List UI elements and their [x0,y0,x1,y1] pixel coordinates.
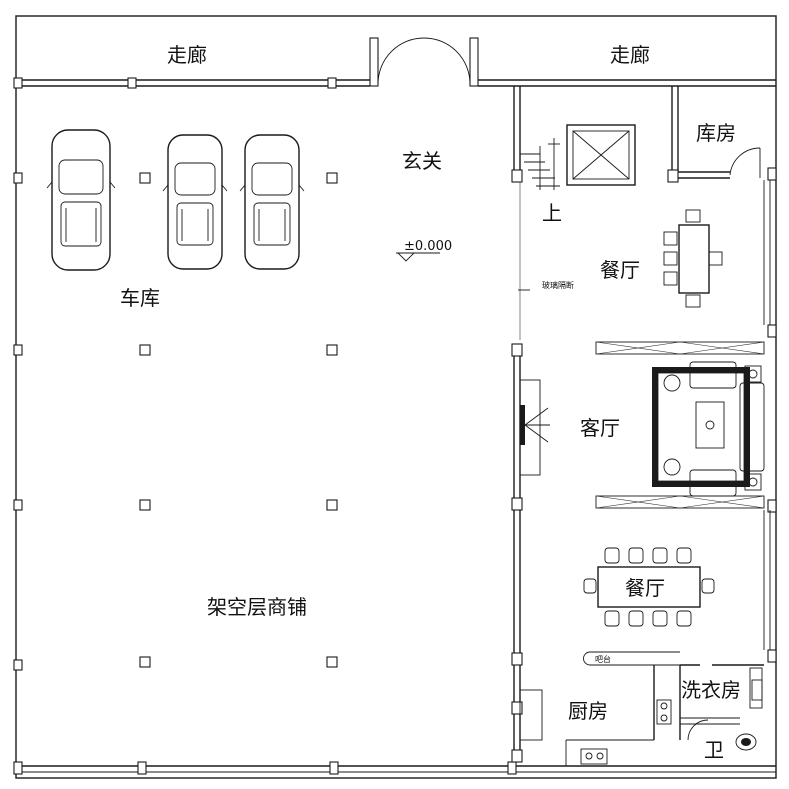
storeroom-walls [667,86,761,183]
dining-table-upper [663,209,723,308]
car-2 [162,134,228,270]
glass-partition-label: 玻璃隔断 [542,280,574,290]
car-1 [46,129,116,271]
label-kitchen: 厨房 [568,699,608,723]
label-storeroom: 库房 [696,121,736,145]
label-garage: 车库 [120,286,160,310]
annotations: ±0.000 玻璃隔断 吧台 [404,239,611,664]
label-dining-lower: 餐厅 [625,576,665,600]
dining-table-lower [583,547,715,627]
kitchen-layout [519,651,681,766]
label-entrance: 玄关 [402,149,442,173]
label-corridor-right: 走廊 [610,43,650,67]
label-bathroom: 卫 [704,738,724,762]
stair-well [520,124,636,190]
label-dining-upper: 餐厅 [600,258,640,282]
tv-cabinet [519,379,550,476]
laundry-bath [680,664,764,751]
label-corridor-left: 走廊 [167,43,207,67]
wall-markers [13,77,777,775]
label-living: 客厅 [580,416,620,440]
label-shops: 架空层商铺 [207,595,307,619]
living-room-sofa-set [652,361,765,497]
car-3 [239,134,305,270]
column-grid [139,172,338,668]
room-labels: 走廊 走廊 玄关 车库 库房 上 餐厅 客厅 餐厅 架空层商铺 厨房 洗衣房 卫 [120,43,741,762]
elevation-mark [396,252,440,262]
label-laundry: 洗衣房 [681,678,741,702]
counter-label: 吧台 [595,654,611,664]
partition-lower [595,495,765,509]
partition-upper [595,341,765,355]
entrance-double-door [377,37,471,85]
elevation-label: ±0.000 [404,239,452,254]
label-stairs-up: 上 [542,201,562,225]
